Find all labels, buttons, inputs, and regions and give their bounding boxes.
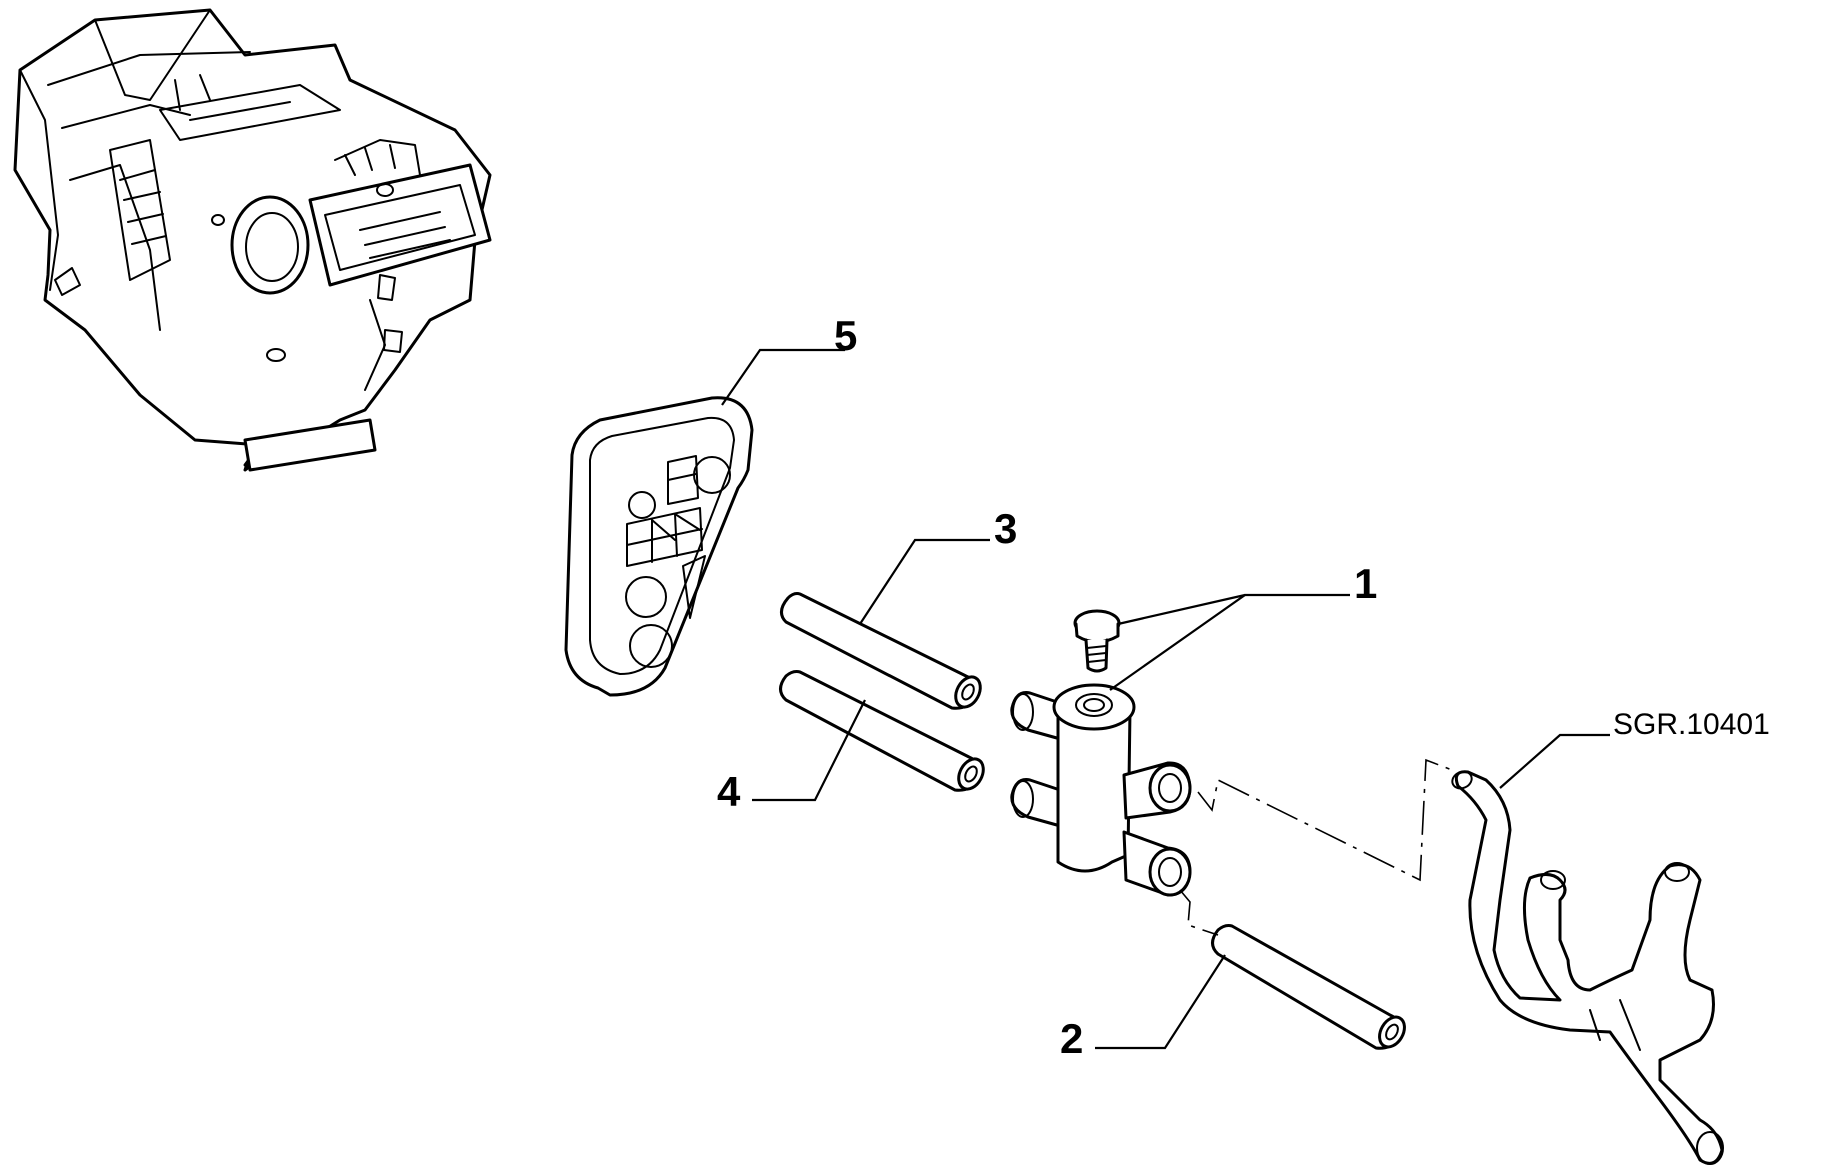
valve-body-part-1 bbox=[1010, 609, 1192, 897]
callout-5: 5 bbox=[834, 312, 857, 359]
heater-unit-assembly bbox=[13, 8, 492, 472]
gasket-plate-part-5 bbox=[564, 396, 754, 697]
hose-part-2 bbox=[1211, 924, 1406, 1050]
leader-lines bbox=[721, 348, 1610, 1050]
callout-4: 4 bbox=[717, 768, 741, 815]
shaped-coolant-hose bbox=[1451, 770, 1724, 1165]
callout-1: 1 bbox=[1354, 560, 1377, 607]
hose-part-4 bbox=[779, 670, 985, 792]
callout-3: 3 bbox=[994, 505, 1017, 552]
assembly-centerlines bbox=[1179, 758, 1453, 936]
callout-2: 2 bbox=[1060, 1015, 1083, 1062]
hose-part-3 bbox=[780, 592, 982, 710]
reference-code-label: SGR.10401 bbox=[1613, 708, 1770, 741]
